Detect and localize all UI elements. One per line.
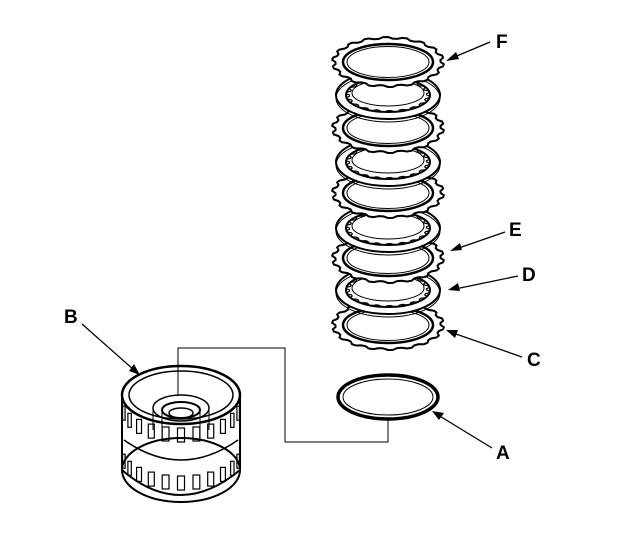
arrow-e [450, 231, 506, 251]
drum-slot [136, 466, 143, 482]
steel-plate [331, 35, 445, 89]
o-ring-a [336, 373, 440, 421]
drum-slot [121, 453, 126, 469]
drum-slot [161, 474, 170, 490]
drum-slot [230, 412, 235, 428]
arrow-c [446, 330, 523, 358]
drum-slot [219, 466, 227, 482]
label-b: B [64, 307, 78, 328]
drum-slot [127, 460, 132, 476]
drum-slot [127, 412, 132, 428]
drum-spline-slots [121, 405, 240, 491]
arrow-f [446, 41, 491, 61]
drum-slot [136, 418, 143, 434]
drum-slot [236, 405, 240, 421]
clutch-drum-b [120, 364, 242, 503]
drum-slot [147, 471, 155, 487]
drum-slot [207, 471, 215, 487]
label-a: A [496, 443, 510, 464]
label-d: D [522, 265, 536, 286]
drum-slot [219, 418, 227, 434]
arrow-a [432, 411, 493, 449]
drum-slot [230, 460, 235, 476]
drum-slot [192, 474, 201, 490]
label-c: C [527, 350, 541, 371]
label-f: F [496, 32, 508, 53]
leader-arrows [81, 41, 523, 449]
label-e: E [509, 220, 522, 241]
arrow-b [81, 323, 140, 375]
arrow-d [448, 275, 519, 291]
drum-slot [147, 423, 155, 439]
assembly-line [177, 347, 389, 443]
drum-slot [121, 405, 126, 421]
drum-slot [207, 423, 215, 439]
drum-slot [236, 453, 240, 469]
clutch-pack-stack [331, 35, 445, 352]
drum-slot [176, 427, 186, 443]
drum-slot [176, 475, 186, 491]
